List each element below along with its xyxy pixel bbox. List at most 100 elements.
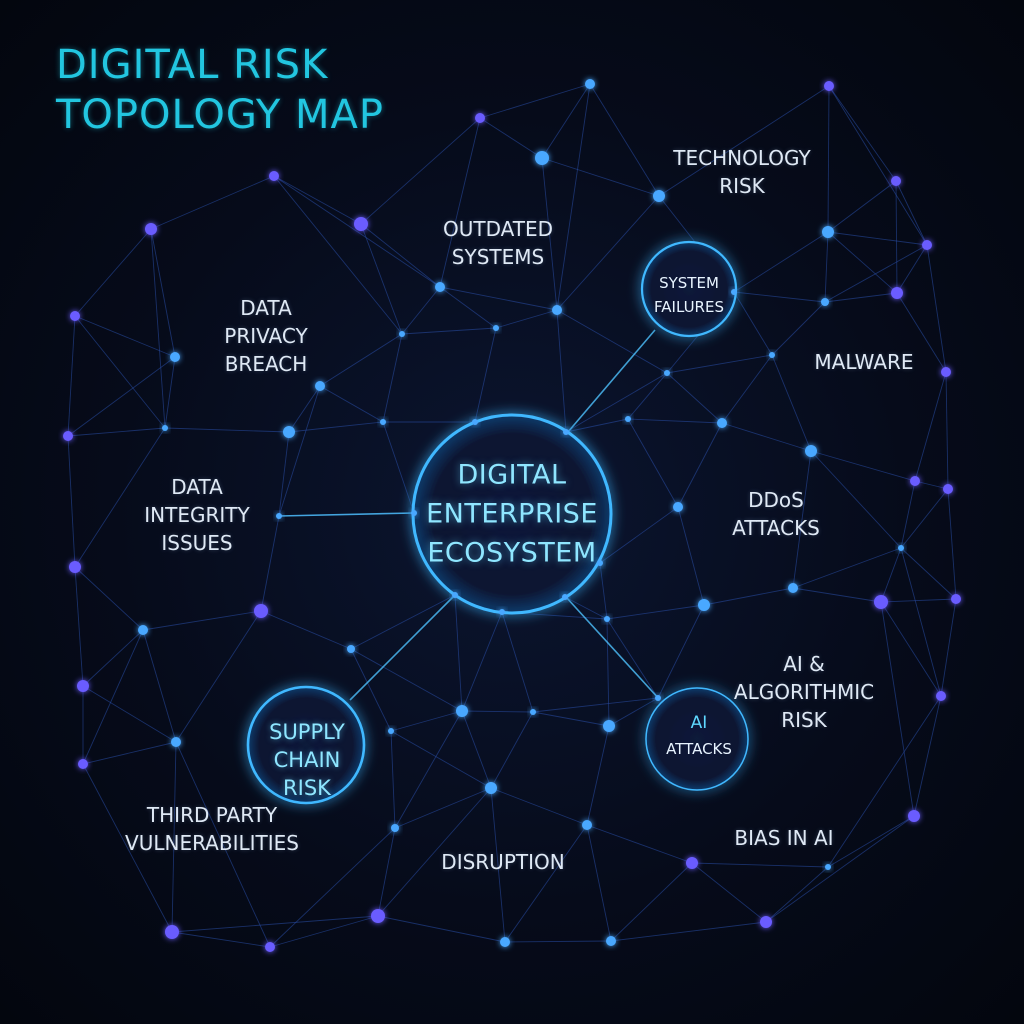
network-node [535,151,549,165]
network-edge [260,610,352,650]
network-edge [541,157,558,311]
network-node [165,925,179,939]
network-edge [278,385,321,517]
hub-supply-chain-risk: SUPPLY CHAIN RISK [269,718,345,802]
network-edge [260,515,280,612]
network-node [435,282,445,292]
network-edge [556,309,668,374]
data-privacy-line-1: DATA [240,296,292,320]
network-edge [565,372,668,433]
network-edge [150,175,275,230]
network-edge [627,418,723,424]
hub-spoke [349,594,456,701]
network-edge [273,175,362,225]
network-edge [827,815,915,868]
network-edge [390,730,396,829]
network-edge [504,940,612,943]
network-node [411,510,417,516]
network-edge [82,741,177,765]
network-edge [164,356,176,429]
network-edge [824,292,898,303]
label-third-party-vulnerabilities: THIRD PARTY VULNERABILITIES [125,801,299,857]
network-edge [608,697,659,727]
network-node [347,645,355,653]
malware-line-1: MALWARE [814,350,914,374]
network-edge [666,372,723,424]
hub-center-line-2: ENTERPRISE [426,498,598,530]
network-edge [350,594,456,650]
network-edge [733,231,829,293]
network-edge [827,180,897,233]
network-node [485,782,497,794]
network-node [371,909,385,923]
hub-ai-line-1: AI [690,713,708,733]
network-edge [586,725,610,826]
network-edge [914,480,949,490]
network-edge [828,85,897,182]
network-edge [627,418,679,508]
network-node [585,79,595,89]
network-edge [394,710,463,829]
label-malware: MALWARE [814,348,913,376]
network-node [582,820,592,830]
network-edge [541,157,660,197]
network-edges [67,83,957,948]
network-node [655,695,661,701]
network-edge [490,787,506,943]
network-edge [940,598,957,697]
network-node [170,352,180,362]
network-edge [67,427,166,437]
network-edge [914,371,947,482]
network-edge [394,787,492,829]
network-edge [142,610,262,631]
network-edge [792,450,812,589]
network-edge [269,915,379,948]
network-edge [828,85,928,246]
network-edge [504,824,588,943]
network-edge [74,315,166,429]
network-edge [827,695,942,868]
network-edge [895,180,898,294]
network-edge [175,741,271,948]
network-node [265,942,275,952]
network-node [254,604,268,618]
network-edge [401,327,497,335]
third-party-line-1: THIRD PARTY [146,803,278,827]
network-node [951,594,961,604]
network-edge [377,787,492,917]
network-edge [150,228,166,429]
network-edge [439,286,558,311]
network-node [769,352,775,358]
network-edge [171,931,271,948]
network-edge [479,117,543,159]
network-edge [721,422,812,452]
network-node [452,592,458,598]
hub-system-line-2: FAILURES [654,298,724,316]
network-edge [900,547,957,600]
outdated-systems-line-1: OUTDATED [442,217,554,241]
network-node [388,728,394,734]
network-edge [721,354,773,424]
network-edge [461,611,503,712]
network-node [562,594,568,600]
network-node [500,937,510,947]
network-node [380,419,386,425]
hub-supply-line-1: SUPPLY [269,720,345,744]
network-node [664,370,670,376]
network-edge [771,301,826,356]
hub-system-line-1: SYSTEM [659,274,719,292]
network-node [653,190,665,202]
network-edge [880,547,902,603]
network-node [315,381,325,391]
network-node [456,705,468,717]
data-integrity-line-3: ISSUES [161,531,233,555]
label-technology-risk: TECHNOLOGY RISK [673,144,810,200]
network-edge [82,763,173,933]
network-node [898,545,904,551]
network-edge [461,710,534,713]
network-edge [532,711,610,727]
hub-rings [246,240,749,805]
hub-spoke [565,596,661,701]
network-edge [390,730,492,789]
network-node [269,171,279,181]
